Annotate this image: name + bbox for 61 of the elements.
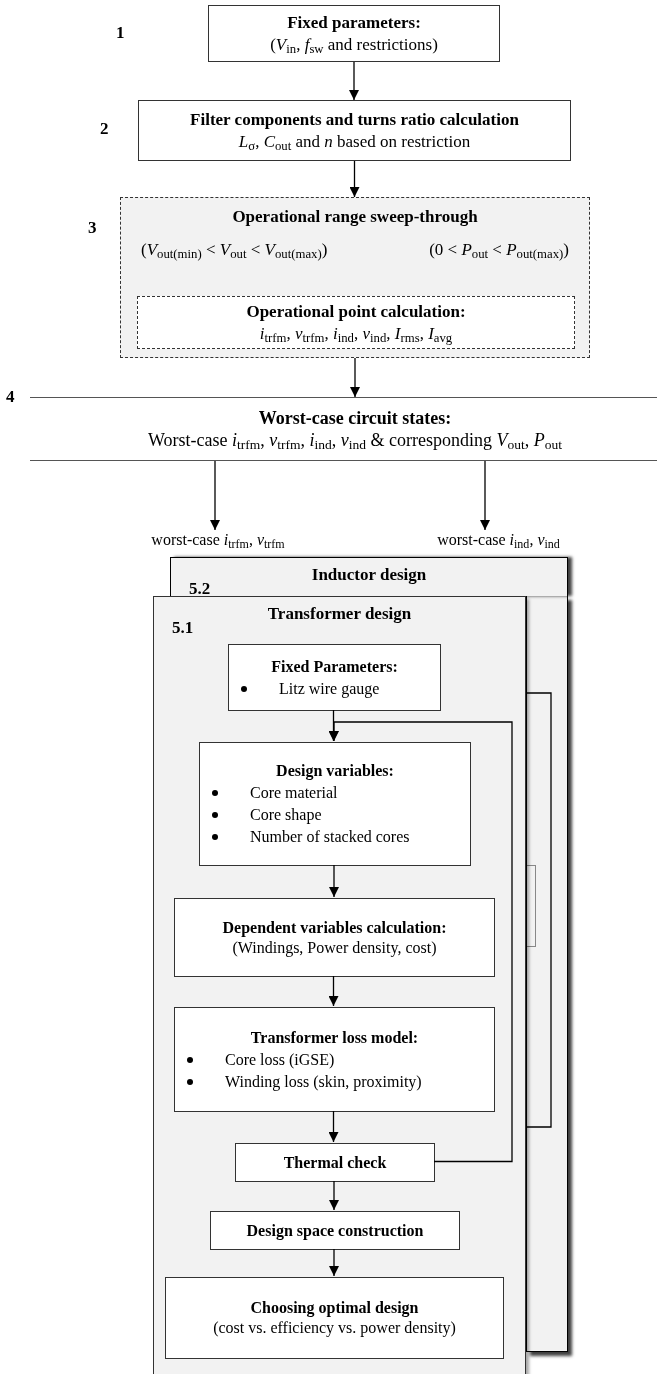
- section-number: 5.1: [172, 617, 194, 639]
- heading: Design space construction: [246, 1220, 424, 1241]
- design-panel: [153, 596, 526, 1374]
- body-text: (Windings, Power density, cost): [232, 937, 437, 958]
- arrow: [329, 721, 513, 1163]
- process-box: [235, 1143, 435, 1182]
- text-label: worst-case i$_{trfm}$, v$_{trfm}$: [150, 530, 286, 550]
- bullet-item: Winding loss (skin, proximity): [225, 1071, 422, 1093]
- process-box: [199, 742, 471, 866]
- heading: Fixed parameters:: [287, 12, 421, 34]
- body-text: i$_{trfm}$, v$_{trfm}$, i$_{ind}$, v$_{ind}$, I$_{rms}$, I$_{avg}$: [259, 322, 453, 344]
- body-text: (V$_{in}$, f$_{sw}$ and restrictions): [270, 33, 438, 55]
- arrow: [349, 61, 359, 101]
- panel-title: Inductor design: [310, 564, 428, 586]
- process-box: [165, 1277, 504, 1359]
- process-box: [30, 397, 657, 461]
- arrow: [350, 357, 360, 398]
- heading: Thermal check: [283, 1152, 387, 1173]
- heading: Fixed Parameters:: [270, 656, 399, 677]
- body-text: (cost vs. efficiency vs. power density): [213, 1318, 456, 1338]
- process-box: [208, 5, 500, 62]
- bullet-item: Core shape: [250, 805, 322, 826]
- arrow: [329, 864, 339, 898]
- body-text: L$_{σ}$, C$_{out}$ and n based on restriction: [238, 130, 471, 152]
- process-box: [137, 296, 575, 349]
- panel-title: Transformer design: [266, 603, 413, 625]
- arrow: [328, 1110, 339, 1143]
- bullet-item: Litz wire gauge: [279, 678, 380, 700]
- arrow: [329, 1248, 339, 1277]
- arrow: [329, 1180, 339, 1211]
- arrow: [210, 460, 220, 531]
- process-box: [228, 644, 441, 711]
- bullet-item: Core material: [250, 783, 338, 803]
- arrow: [480, 460, 490, 531]
- arrow: [328, 975, 339, 1007]
- bullet-item: Number of stacked cores: [250, 827, 410, 847]
- range-text: (0 < P$_{out}$ < P$_{out(max)}$): [429, 239, 569, 261]
- arrow: [349, 160, 360, 198]
- process-box: [138, 100, 571, 161]
- heading: Operational point calculation:: [246, 301, 466, 323]
- process-box: [174, 898, 495, 977]
- step-number: 3: [88, 217, 97, 239]
- heading: Filter components and turns ratio calculation: [190, 109, 519, 131]
- step-number: 4: [6, 386, 15, 408]
- heading: Transformer loss model:: [249, 1027, 420, 1048]
- design-panel: [170, 557, 568, 596]
- range-text: (V$_{out(min)}$ < V$_{out}$ < V$_{out(max)}$): [141, 239, 328, 261]
- heading: Worst-case circuit states:: [258, 406, 452, 429]
- step-number: 1: [116, 22, 125, 44]
- sweep-group-box: [120, 197, 590, 358]
- text-label: worst-case i$_{ind}$, v$_{ind}$: [436, 530, 561, 550]
- heading: Choosing optimal design: [250, 1298, 419, 1318]
- step-number: 2: [100, 118, 109, 140]
- process-box: [210, 1211, 460, 1250]
- heading: Operational range sweep-through: [231, 206, 479, 228]
- process-box: [174, 1007, 495, 1112]
- bullet-item: Core loss (iGSE): [225, 1049, 335, 1071]
- section-number: 5.2: [189, 578, 211, 600]
- heading: Design variables:: [275, 761, 395, 782]
- body-text: Worst-case i$_{trfm}$, v$_{trfm}$, i$_{ind}$, v$_{ind}$ & corresponding V$_{out}$, P$_{out}$: [147, 429, 563, 452]
- heading: Dependent variables calculation:: [222, 917, 447, 938]
